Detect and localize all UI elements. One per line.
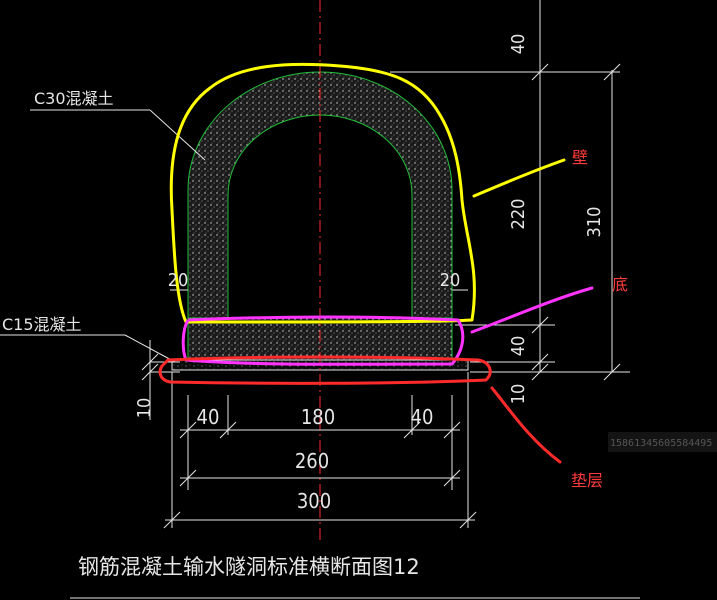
dim-40-left-bottom: 40 [197,405,220,429]
dim-260: 260 [295,449,329,473]
wall-pointer [472,158,566,198]
dim-10-left: 10 [134,398,155,419]
dim-20-right: 20 [440,270,461,291]
label-c15-concrete: C15混凝土 [2,315,82,334]
annotation-cushion: 垫层 [571,471,603,490]
dim-10-right: 10 [508,384,529,405]
bottom-dimensions [141,340,477,529]
dim-310: 310 [584,207,605,238]
dim-top-40: 40 [508,34,529,55]
dim-20-left: 20 [168,270,189,291]
cushion-highlight [158,355,492,385]
annotation-bottom: 底 [612,275,628,294]
dim-220: 220 [508,199,529,230]
label-c30-concrete: C30混凝土 [34,89,114,108]
cushion-pointer [490,386,562,464]
watermark-box [608,432,717,452]
annotation-wall: 壁 [572,148,588,167]
watermark-text: 15861345605584495 [610,438,712,449]
dim-40-right: 40 [508,336,529,357]
dim-40-right-bottom: 40 [411,405,434,429]
dim-180: 180 [301,405,335,429]
dim-300: 300 [297,489,331,513]
wall-highlight [169,62,476,324]
bottom-pointer [470,286,594,334]
drawing-title: 钢筋混凝土输水隧洞标准横断面图12 [78,555,420,579]
